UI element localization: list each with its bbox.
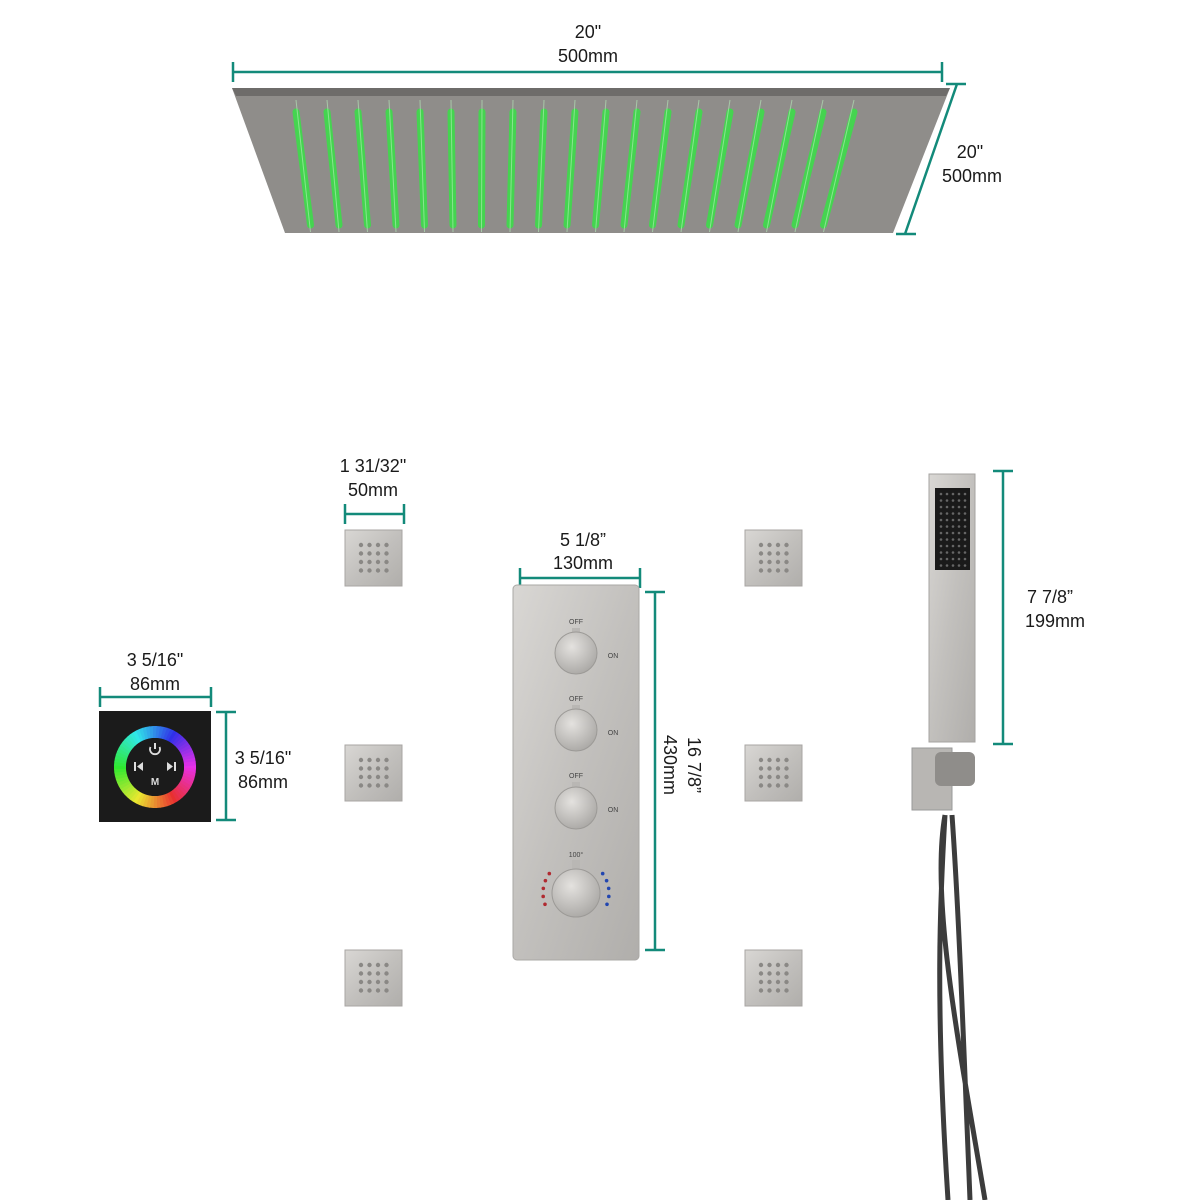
handshower-length-inch: 7 7/8” bbox=[1027, 587, 1073, 607]
mode-button[interactable]: M bbox=[151, 777, 159, 788]
body-jet bbox=[744, 529, 803, 587]
panel-height-inch: 16 7/8” bbox=[684, 737, 704, 793]
thermostat-knob[interactable]: 100° bbox=[541, 851, 611, 918]
led-touch-controller: M bbox=[99, 711, 211, 822]
valve-knob-3[interactable]: OFF ON bbox=[554, 773, 619, 830]
valve-knob-1[interactable]: OFF ON bbox=[554, 619, 619, 675]
shower-hose bbox=[937, 814, 988, 1200]
svg-text:OFF: OFF bbox=[569, 773, 583, 780]
panel-height-mm: 430mm bbox=[660, 735, 680, 795]
head-width-inch: 20" bbox=[575, 22, 601, 42]
controller-height-inch: 3 5/16" bbox=[235, 748, 291, 768]
controller-width-inch: 3 5/16" bbox=[127, 650, 183, 670]
body-jet bbox=[344, 744, 403, 802]
dim-line-controller-width bbox=[98, 687, 213, 707]
svg-text:ON: ON bbox=[608, 807, 619, 814]
svg-text:OFF: OFF bbox=[569, 619, 583, 626]
head-width-mm: 500mm bbox=[558, 46, 618, 66]
body-jet bbox=[744, 744, 803, 802]
body-jet bbox=[344, 529, 403, 587]
previous-icon[interactable] bbox=[134, 762, 143, 771]
panel-width-mm: 130mm bbox=[553, 553, 613, 573]
led-nozzle-rows bbox=[292, 99, 858, 233]
body-jets bbox=[344, 529, 803, 1007]
dim-line-handshower-length bbox=[993, 469, 1013, 746]
svg-text:ON: ON bbox=[608, 730, 619, 737]
controller-width-mm: 86mm bbox=[130, 674, 180, 694]
body-jet bbox=[744, 949, 803, 1007]
head-depth-mm: 500mm bbox=[942, 166, 1002, 186]
dim-line-jet-width bbox=[343, 504, 406, 524]
jet-width-inch: 1 31/32" bbox=[340, 456, 406, 476]
hand-shower bbox=[911, 473, 988, 1200]
dim-line-panel-height bbox=[645, 590, 665, 952]
svg-text:OFF: OFF bbox=[569, 696, 583, 703]
panel-width-inch: 5 1/8” bbox=[560, 530, 606, 550]
handshower-length-mm: 199mm bbox=[1025, 611, 1085, 631]
led-streak bbox=[791, 108, 827, 229]
hose-connector bbox=[935, 752, 975, 786]
body-jet bbox=[344, 949, 403, 1007]
led-streak bbox=[820, 108, 858, 229]
dim-line-head-width bbox=[231, 62, 944, 82]
head-depth-inch: 20" bbox=[957, 142, 983, 162]
svg-text:ON: ON bbox=[608, 653, 619, 660]
panel-plate bbox=[512, 584, 640, 961]
dim-line-controller-height bbox=[216, 710, 236, 822]
jet-width-mm: 50mm bbox=[348, 480, 398, 500]
thermostatic-control-panel: OFF ON OFF ON OFF ON 100° bbox=[512, 584, 640, 961]
next-icon[interactable] bbox=[167, 762, 176, 771]
valve-knob-2[interactable]: OFF ON bbox=[554, 696, 619, 752]
rain-shower-head bbox=[232, 88, 950, 233]
dim-line-head-depth bbox=[896, 82, 966, 236]
power-icon[interactable] bbox=[149, 743, 161, 755]
controller-height-mm: 86mm bbox=[238, 772, 288, 792]
svg-text:100°: 100° bbox=[569, 851, 584, 859]
